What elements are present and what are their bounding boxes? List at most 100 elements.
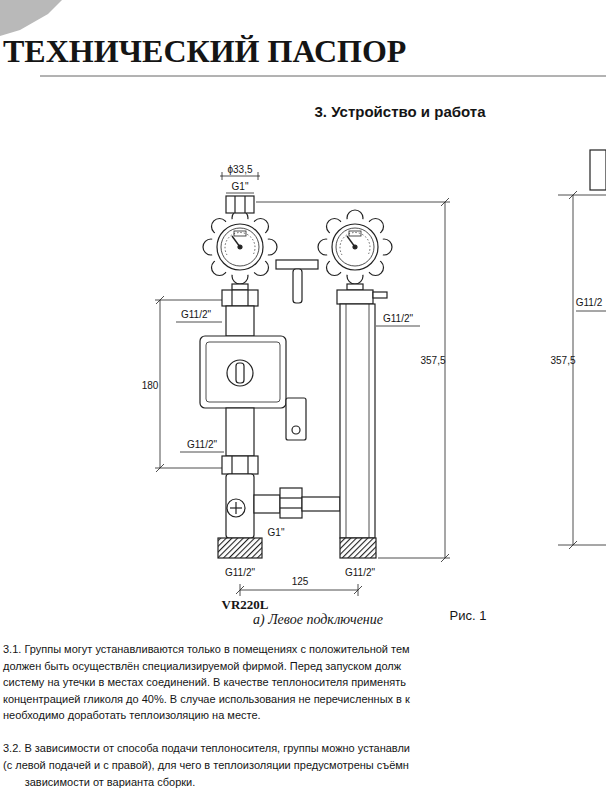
dimension-label: 125: [292, 576, 309, 587]
drawing-line: [234, 196, 235, 213]
drawing-rect: [254, 495, 280, 513]
drawing-line: [156, 464, 164, 472]
dimension-label: 180: [142, 380, 159, 391]
drawing-rect: [200, 336, 286, 408]
section-heading: 3. Устройство и работа: [315, 103, 486, 120]
right-column: [337, 284, 387, 558]
dimension-label-holder: 357,5: [550, 355, 575, 366]
paragraph-line-holder: должен быть осуществлён специализируемой…: [3, 659, 401, 671]
thread-label-holder: G11/2: [576, 297, 603, 308]
drawing-circle: [227, 499, 245, 517]
thread-label: G1": [232, 181, 249, 192]
paragraph-line: должен быть осуществлён специализируемой…: [3, 659, 401, 671]
drawing-rect: [280, 488, 302, 518]
photo-background: [0, 0, 62, 36]
drawing-line: [155, 300, 222, 301]
drawing-line: [280, 507, 302, 508]
drawing-line: [573, 195, 574, 545]
drawing-rect: [236, 363, 244, 383]
thread-label-holder: G11/2": [225, 567, 255, 578]
drawing-line: [180, 452, 224, 453]
drawing-line: [346, 304, 347, 538]
drawing-line: [258, 172, 259, 180]
paragraph-line-holder: необходимо доработать теплоизоляцию на м…: [3, 709, 261, 721]
paragraph-line: (с левой подачей и с правой), для чего в…: [3, 759, 409, 771]
drawing-line: [244, 196, 245, 213]
drawing-rect: [226, 408, 254, 456]
drawing-line: [156, 296, 164, 304]
paragraph-line: необходимо доработать теплоизоляцию на м…: [3, 709, 261, 721]
paragraph-line: 3.2. В зависимости от способа подачи теп…: [3, 742, 410, 754]
thread-label: G11/2": [187, 439, 217, 450]
thread-label-holder: G11/2": [383, 313, 413, 324]
drawing-rect: [347, 284, 363, 290]
thread-label: G11/2: [576, 297, 603, 308]
drawing-rect: [222, 456, 258, 474]
paragraph-line: систему на утечки в местах соединений. В…: [3, 676, 406, 688]
drawing-line: [369, 304, 370, 538]
second-drawing-fragment: [590, 150, 606, 190]
figure-subcaption-holder: а) Левое подключение: [253, 612, 383, 627]
left-gauge: [203, 210, 277, 284]
thread-label-holder: G11/2": [187, 439, 217, 450]
dimension-lines: [155, 172, 606, 596]
model-name: VR220L: [222, 597, 269, 612]
drawing-line: [236, 586, 244, 594]
thread-label: G1": [268, 527, 285, 538]
drawing-line: [569, 191, 577, 199]
drawing-line: [247, 290, 248, 306]
drawing-line: [569, 541, 577, 549]
drawing-line: [378, 558, 450, 559]
drawing-rect: [302, 497, 340, 511]
drawing-line: [235, 502, 236, 514]
drawing-line: [256, 202, 450, 203]
thread-label-holder: G1": [268, 527, 285, 538]
drawing-line: [376, 326, 420, 327]
drawing-rect: [293, 269, 302, 303]
drawing-line: [155, 468, 222, 469]
thread-label: G11/2": [225, 567, 255, 578]
dimension-label-holder: 125: [292, 576, 309, 587]
drawing-line: [558, 545, 606, 546]
drawing-rect: [226, 474, 254, 538]
figure-caption-holder: Рис. 1: [450, 609, 487, 623]
drawing-line: [354, 586, 362, 594]
drawing-rect: [206, 342, 280, 402]
thread-label: G11/2": [181, 309, 211, 320]
drawing-line: [222, 172, 223, 180]
paragraph-line-holder: 3.2. В зависимости от способа подачи теп…: [3, 742, 410, 754]
drawing-line: [226, 193, 254, 194]
left-column: [200, 196, 340, 558]
dimension-label-holder: 180: [142, 380, 159, 391]
drawing-line: [441, 554, 449, 562]
drawing-rect: [340, 304, 375, 538]
thread-label: G11/2": [345, 567, 375, 578]
model-name-holder: VR220L: [222, 598, 269, 612]
drawing-rect: [276, 260, 318, 269]
drawing-rect: [226, 196, 254, 213]
drawing-line: [231, 290, 232, 306]
page-title-holder: ТЕХНИЧЕСКИЙ ПАСПОР: [3, 34, 406, 69]
drawing-circle: [292, 426, 300, 434]
paragraph-line-holder: концентрацией гликоля до 40%. В случае и…: [3, 692, 410, 704]
drawing-circle: [227, 360, 253, 386]
paragraph-line-holder: (с левой подачей и с правой), для чего в…: [3, 759, 409, 771]
drawing-line: [160, 300, 161, 468]
figure-caption: Рис. 1: [450, 608, 487, 623]
drawing-line: [441, 198, 449, 206]
drawing-line: [220, 176, 260, 177]
dimension-label-holder: ϕ33,5: [227, 164, 252, 175]
dimension-label: 357,5: [420, 355, 445, 366]
paragraph-line: 3.1. Группы могут устанавливаются только…: [3, 643, 410, 655]
thread-label-holder: G11/2": [345, 567, 375, 578]
thread-label-holder: G1": [232, 181, 249, 192]
thread-label: G11/2": [383, 313, 413, 324]
paragraph-line-holder: зависимости от варианта сборки.: [25, 776, 196, 788]
drawing-rect: [337, 290, 373, 304]
right-gauge: [318, 210, 392, 284]
title-rule: [40, 76, 606, 77]
drawing-rect: [373, 292, 387, 298]
drawing-line: [240, 590, 358, 591]
